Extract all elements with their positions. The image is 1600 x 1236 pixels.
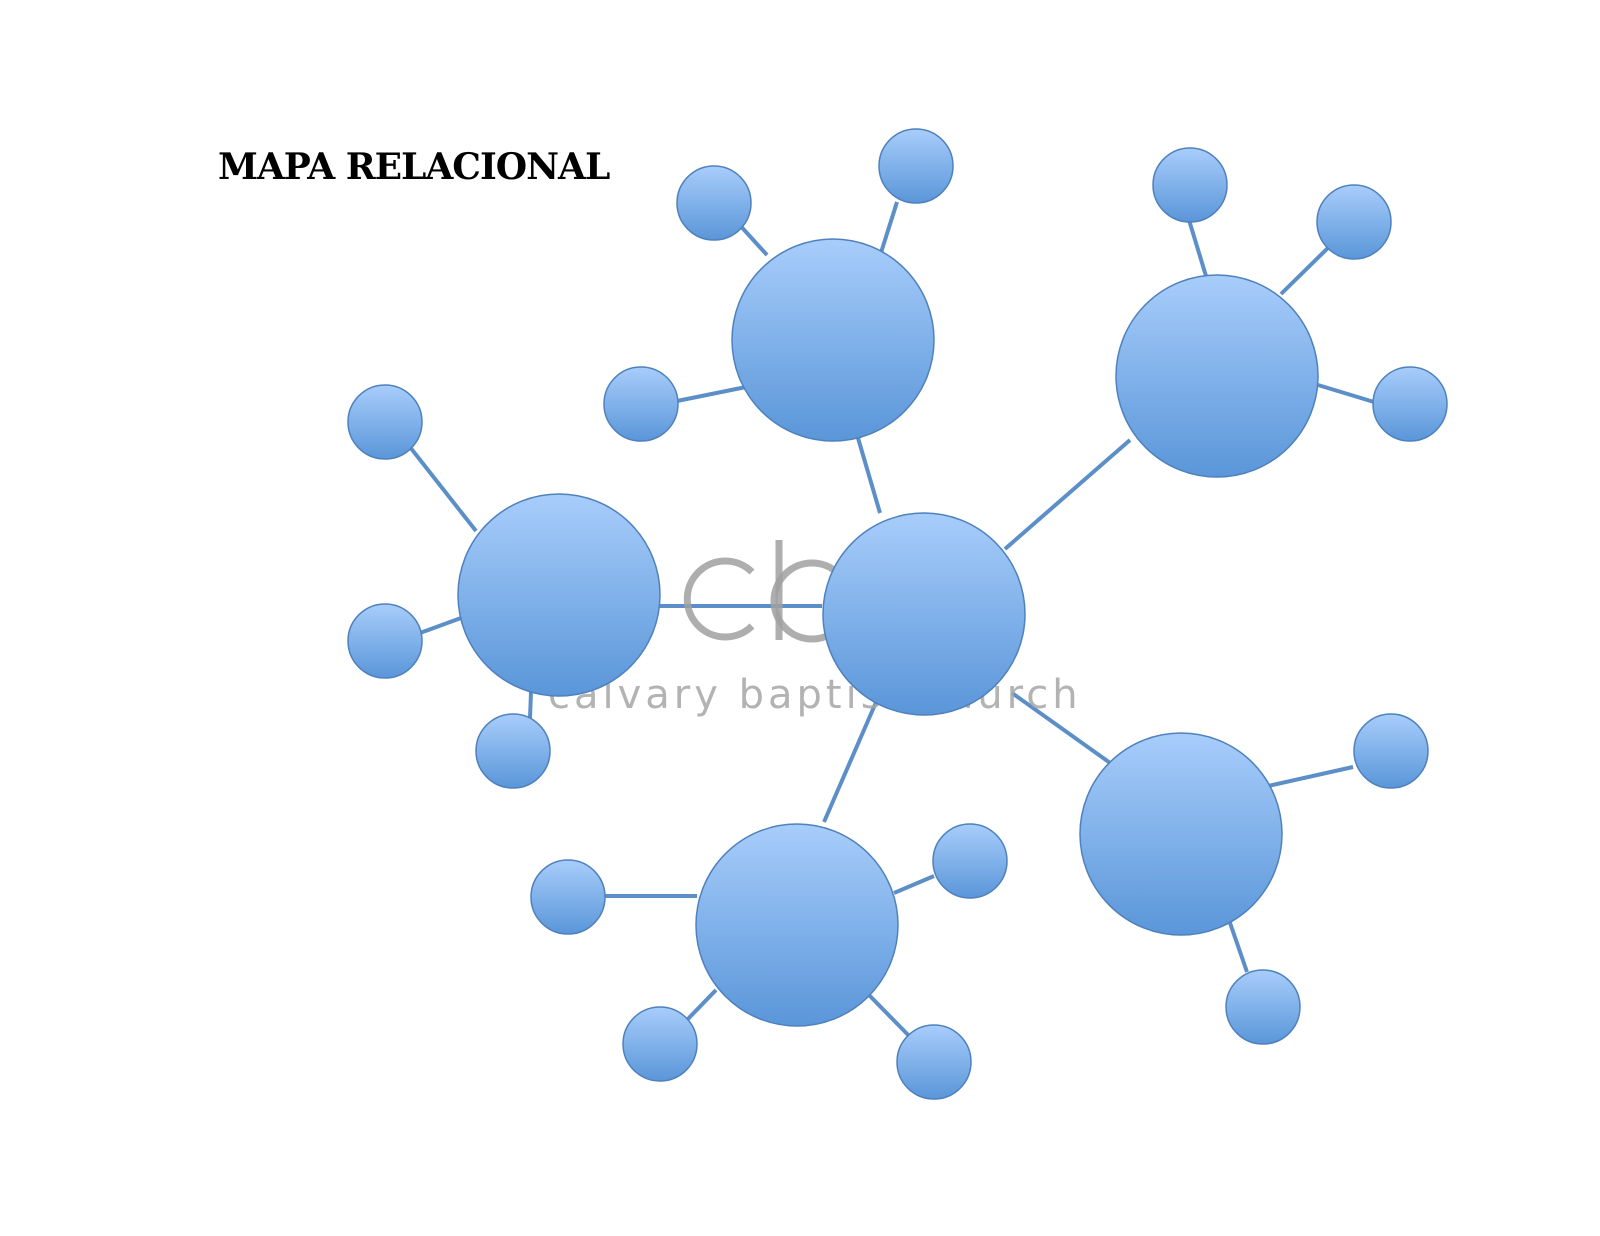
node-top[interactable]	[731, 238, 935, 442]
edge-bottomright-satellite-2	[1227, 919, 1249, 973]
node-top-satellite-1[interactable]	[676, 165, 752, 241]
edge-left-satellite-1	[404, 440, 478, 533]
edge-left-satellite-2	[419, 616, 462, 635]
edge-topright-satellite-2	[1279, 240, 1336, 296]
nodes	[347, 128, 1448, 1100]
node-left-satellite-3[interactable]	[475, 713, 551, 789]
node-bottomright[interactable]	[1079, 732, 1283, 936]
node-topright[interactable]	[1115, 274, 1319, 478]
edge-top-satellite-3	[676, 385, 747, 403]
node-left-satellite-1[interactable]	[347, 384, 423, 460]
node-bottom-satellite-4[interactable]	[896, 1024, 972, 1100]
edge-left-satellite-3	[528, 691, 533, 719]
edge-top-satellite-2	[877, 201, 899, 260]
node-top-satellite-2[interactable]	[878, 128, 954, 204]
node-topright-satellite-1[interactable]	[1152, 147, 1228, 223]
edge-center-topright	[1003, 438, 1132, 551]
edges	[404, 201, 1375, 1045]
edge-topright-satellite-1	[1187, 219, 1208, 277]
node-center[interactable]	[822, 512, 1026, 716]
node-bottomright-satellite-2[interactable]	[1225, 969, 1301, 1045]
edge-bottomright-satellite-1	[1267, 765, 1354, 788]
node-left-satellite-2[interactable]	[347, 603, 423, 679]
node-bottom-satellite-3[interactable]	[622, 1006, 698, 1082]
node-top-satellite-3[interactable]	[603, 366, 679, 442]
node-left[interactable]	[457, 493, 661, 697]
node-topright-satellite-3[interactable]	[1372, 366, 1448, 442]
node-bottom[interactable]	[695, 823, 899, 1027]
node-bottomright-satellite-1[interactable]	[1353, 713, 1429, 789]
node-bottom-satellite-2[interactable]	[932, 823, 1008, 899]
edge-center-top	[856, 437, 882, 514]
edge-topright-satellite-3	[1317, 383, 1375, 404]
edge-bottom-satellite-3	[683, 988, 718, 1024]
node-topright-satellite-2[interactable]	[1316, 184, 1392, 260]
edge-center-bottom	[822, 699, 879, 823]
node-bottom-satellite-1[interactable]	[530, 859, 606, 935]
page-title: MAPA RELACIONAL	[218, 146, 610, 188]
edge-bottom-satellite-2	[893, 874, 935, 895]
edge-center-bottomright	[1010, 691, 1115, 767]
